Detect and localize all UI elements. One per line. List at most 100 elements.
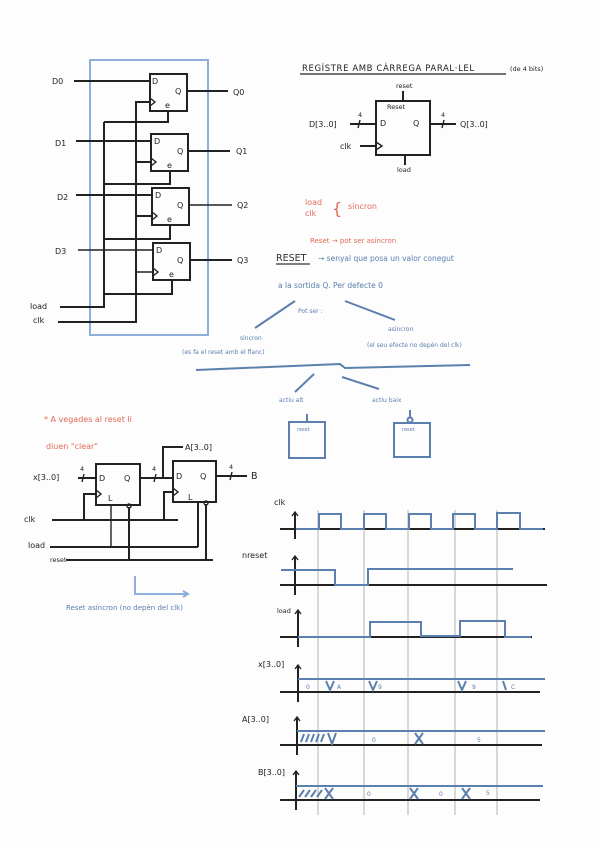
ff2-e-label: e <box>167 215 172 224</box>
ff1-d-label: D <box>154 137 160 146</box>
bus-transition <box>457 680 467 693</box>
bus-transition <box>414 732 424 745</box>
active-low-box <box>393 422 431 458</box>
register-a <box>95 463 141 506</box>
ff0-d-label: D <box>152 77 158 86</box>
waveform-nreset <box>281 568 513 586</box>
bus-value-b: 0 <box>439 791 443 798</box>
clear-note-2: diuen "clear" <box>46 442 98 451</box>
bus-transition <box>502 680 507 691</box>
block-reset-label: reset <box>396 82 413 90</box>
undefined-hatch <box>300 733 305 743</box>
undefined-hatch <box>305 733 310 743</box>
sync-type-label: síncron <box>240 335 262 342</box>
async-reset-note: Reset asíncron (no depèn del clk) <box>66 604 183 612</box>
undefined-hatch <box>320 733 325 743</box>
timing-label-a: A[3..0] <box>242 715 269 724</box>
bus-value-b: 0 <box>367 791 371 798</box>
undefined-hatch <box>304 789 311 798</box>
block-load-label: load <box>397 166 411 174</box>
reg-a-d: D <box>99 474 105 483</box>
bus-value-a: 0 <box>372 737 376 744</box>
async-type-label: asíncron <box>388 326 414 333</box>
waveform-clk <box>296 512 543 530</box>
bus-value-x: 0 <box>306 684 310 691</box>
reset-definition-2: a la sortida Q. Per defecte 0 <box>278 281 383 290</box>
sync-type-desc: (es fa el reset amb el flanc) <box>182 349 265 356</box>
arrow-up-icon <box>291 554 299 561</box>
load-signal-label: load <box>28 541 45 550</box>
output-a: A[3..0] <box>185 443 212 452</box>
timing-label-clk: clk <box>274 498 286 507</box>
ff0-q-label: Q <box>175 87 181 96</box>
block-q-port: Q <box>413 119 419 128</box>
active-high-label: actiu alt <box>279 397 304 404</box>
timing-label-load: load <box>277 607 291 615</box>
bus-transition <box>324 787 334 800</box>
timing-label-b: B[3..0] <box>258 768 285 777</box>
register-boundary <box>89 59 209 336</box>
undefined-hatch <box>298 789 305 798</box>
bus-value-x: C <box>511 684 515 691</box>
bus-transition <box>409 787 419 800</box>
reset-notes: load clk { síncron Reset → pot ser asínc… <box>44 198 471 459</box>
output-q2: Q2 <box>237 201 248 210</box>
bus-width-x: 4 <box>80 465 84 473</box>
reset-async-note: Reset → pot ser asíncron <box>310 237 396 245</box>
ff1-q-label: Q <box>177 147 183 156</box>
block-d-port: D <box>380 119 386 128</box>
clk-signal-label: clk <box>24 515 36 524</box>
bus-value-x: 9 <box>472 684 476 691</box>
undefined-hatch <box>315 733 320 743</box>
reg-b-q: Q <box>200 472 206 481</box>
ff0-e-label: e <box>165 101 170 110</box>
input-d3: D3 <box>55 247 66 256</box>
undefined-hatch <box>310 733 315 743</box>
reg-b-l: L <box>188 493 193 502</box>
clk-label: clk <box>33 316 45 325</box>
undefined-hatch <box>316 789 323 798</box>
bus-value-x: 9 <box>378 684 382 691</box>
timing-diagram: clk nreset load x[3..0] A[3..0] B[3..0] … <box>242 498 547 815</box>
load-label: load <box>30 302 47 311</box>
ff2-q-label: Q <box>177 201 183 210</box>
output-b: B <box>251 471 258 482</box>
two-register-circuit: D Q L D Q L 4 x[3..0] 4 A[3..0] 4 B clk … <box>24 443 258 612</box>
block-output-label: Q[3..0] <box>460 120 488 129</box>
undefined-hatch <box>310 789 317 798</box>
title-note: (de 4 bits) <box>510 65 543 73</box>
bus-width-b: 4 <box>229 463 233 471</box>
block-input-label: D[3..0] <box>309 120 337 129</box>
arrow-up-icon <box>292 769 300 776</box>
bus-width-out: 4 <box>441 111 445 119</box>
timing-label-nreset: nreset <box>242 551 267 560</box>
bus-value-a: 5 <box>477 737 481 744</box>
can-be-label: Pot ser : <box>298 308 323 315</box>
reset-signal-label: reset <box>50 556 67 564</box>
block-clk-label: clk <box>340 142 352 151</box>
ff3-e-label: e <box>169 270 174 279</box>
waveform-load <box>298 620 531 638</box>
sync-label: síncron <box>348 202 377 211</box>
register-b <box>172 460 217 503</box>
bus-transition <box>327 732 337 747</box>
inverter-bubble-icon <box>203 500 209 506</box>
input-d0: D0 <box>52 77 63 86</box>
arrow-up-icon <box>293 715 301 722</box>
page-title: REGÍSTRE AMB CÀRREGA PARAL·LEL <box>302 62 475 74</box>
bus-width-in: 4 <box>358 111 362 119</box>
reg-b-d: D <box>176 472 182 481</box>
arrow-up-icon <box>294 608 302 615</box>
active-low-box-label: reset <box>402 427 415 433</box>
output-q3: Q3 <box>237 256 248 265</box>
clear-note-1: * A vegades al reset li <box>44 415 132 424</box>
sync-clk: clk <box>305 209 317 218</box>
output-q1: Q1 <box>236 147 247 156</box>
ff3-q-label: Q <box>177 256 183 265</box>
input-d2: D2 <box>57 193 68 202</box>
bus-transition <box>325 680 335 693</box>
active-low-label: actiu baix <box>372 397 402 404</box>
bus-value-b: 5 <box>486 790 490 797</box>
async-type-desc: (el seu efecte no depèn del clk) <box>367 342 462 349</box>
